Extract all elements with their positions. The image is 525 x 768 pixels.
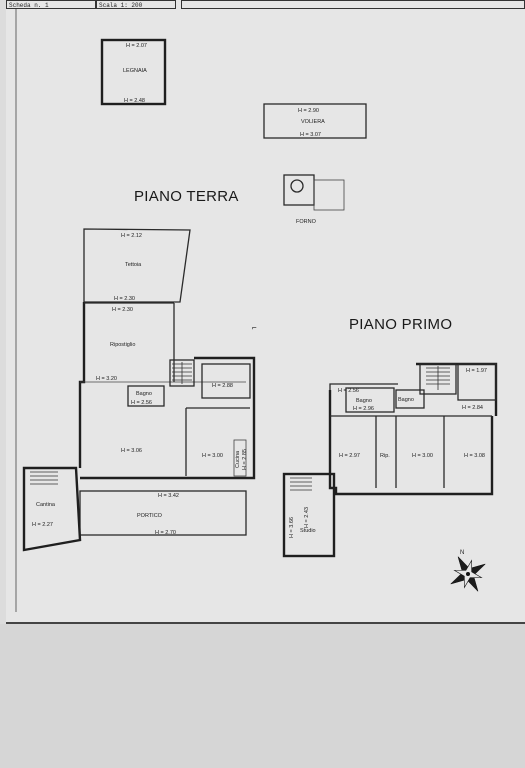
primo-bagno1-h: H = 2.96 [353, 406, 374, 412]
primo-room-197 [457, 363, 497, 401]
primo-bagno1-name: Bagno [356, 398, 372, 404]
compass-rose: N [450, 550, 486, 592]
primo-stair-steps [426, 366, 450, 390]
room-288-walls [201, 363, 251, 399]
piano-terra-title: PIANO TERRA [134, 188, 239, 205]
primo-bagno2-walls [395, 389, 425, 409]
compass-north-label: N [460, 550, 464, 556]
portico-h-top: H = 3.42 [158, 493, 179, 499]
cantina-stair [30, 471, 58, 485]
legnaia-building: H = 2.07 LEGNAIA H = 2.48 [100, 38, 167, 106]
primo-outer-south [328, 390, 494, 496]
cantina-name: Cantina [36, 502, 56, 508]
voliera-h-bottom: H = 3.07 [300, 132, 321, 138]
primo-h-300: H = 3.00 [412, 453, 433, 459]
primo-h-197: H = 1.97 [466, 368, 487, 374]
legnaia-walls [100, 38, 167, 106]
legnaia-name: LEGNAIA [123, 68, 147, 74]
portico-name: PORTICO [137, 513, 163, 519]
cursor-mark: ⌐ [252, 323, 257, 332]
voliera-walls [263, 103, 367, 139]
studio-stair [290, 477, 312, 491]
ripostiglio-h: H = 2.30 [112, 307, 133, 313]
terra-stair-box [169, 359, 195, 387]
studio-name: Studio [300, 528, 316, 534]
portico-outline [79, 490, 247, 536]
primo-h-308: H = 3.08 [464, 453, 485, 459]
terra-bagno-walls [127, 385, 165, 407]
cucina-h: H = 2.85 [242, 449, 248, 470]
terra-east-wall [194, 356, 256, 480]
cucina-box [233, 439, 247, 477]
voliera-h-top: H = 2.90 [298, 108, 319, 114]
primo-rip: Rip. [380, 453, 390, 459]
cantina-walls [22, 466, 82, 552]
scheda-label: Scheda n. 1 [9, 2, 49, 9]
scala-box: Scala 1: 200 [96, 0, 176, 9]
forno-walls [283, 174, 315, 206]
primo-outer-north-west [329, 383, 398, 390]
forno-building: FORNO [283, 174, 345, 225]
primo-h-297: H = 2.97 [339, 453, 360, 459]
terra-bagno-h: H = 2.56 [131, 400, 152, 406]
piano-primo-title: PIANO PRIMO [349, 316, 452, 333]
scheda-box: Scheda n. 1 [6, 0, 96, 9]
portico-h-bottom: H = 2.70 [155, 530, 176, 536]
forno-annex [313, 179, 345, 211]
background-below-sheet [0, 624, 525, 768]
studio-walls [282, 472, 336, 558]
tettoia-outline [83, 228, 191, 303]
primo-bagno1-walls [345, 387, 395, 413]
primo-h-284: H = 2.84 [462, 405, 483, 411]
primo-h-256: H = 2.56 [338, 388, 359, 394]
legnaia-h-top: H = 2.07 [126, 43, 147, 49]
studio-h2: H = 2.43 [304, 507, 310, 528]
terra-h-288: H = 2.88 [212, 383, 233, 389]
floor-plan-sheet: Scheda n. 1 Scala 1: 200 H = 2.07 LEGNAI… [6, 0, 525, 624]
primo-stair-box [419, 363, 457, 395]
terra-west-wall [78, 302, 86, 468]
terra-h-306: H = 3.06 [121, 448, 142, 454]
primo-bagno2-name: Bagno [398, 397, 414, 403]
terra-h-320: H = 3.20 [96, 376, 117, 382]
forno-name: FORNO [296, 219, 317, 225]
studio-h1: H = 3.66 [289, 517, 295, 538]
terra-h-300: H = 3.00 [202, 453, 223, 459]
forno-oven [290, 179, 304, 193]
voliera-name: VOLIERA [301, 119, 325, 125]
piano-terra-plan: H = 2.12 Tettoia H = 2.30 H = 2.30 Ripos… [22, 228, 256, 552]
floor-plan-drawing: H = 2.07 LEGNAIA H = 2.48 H = 2.90 VOLIE… [15, 9, 498, 612]
tettoia-h-top: H = 2.12 [121, 233, 142, 239]
terra-bagno-name: Bagno [136, 391, 152, 397]
terra-stair-steps [172, 362, 192, 384]
tettoia-name: Tettoia [125, 262, 142, 268]
voliera-building: H = 2.90 VOLIERA H = 3.07 [263, 103, 367, 139]
cantina-h: H = 2.27 [32, 522, 53, 528]
scala-label: Scala 1: 200 [99, 2, 143, 9]
cucina-name: Cucina [235, 450, 241, 468]
legnaia-h-bottom: H = 2.48 [124, 98, 145, 104]
tettoia-h-bottom: H = 2.30 [114, 296, 135, 302]
ripostiglio-name: Ripostiglio [110, 342, 135, 348]
piano-primo-plan: H = 2.56 Bagno H = 2.96 Bagno H = 1.97 H… [282, 362, 498, 558]
